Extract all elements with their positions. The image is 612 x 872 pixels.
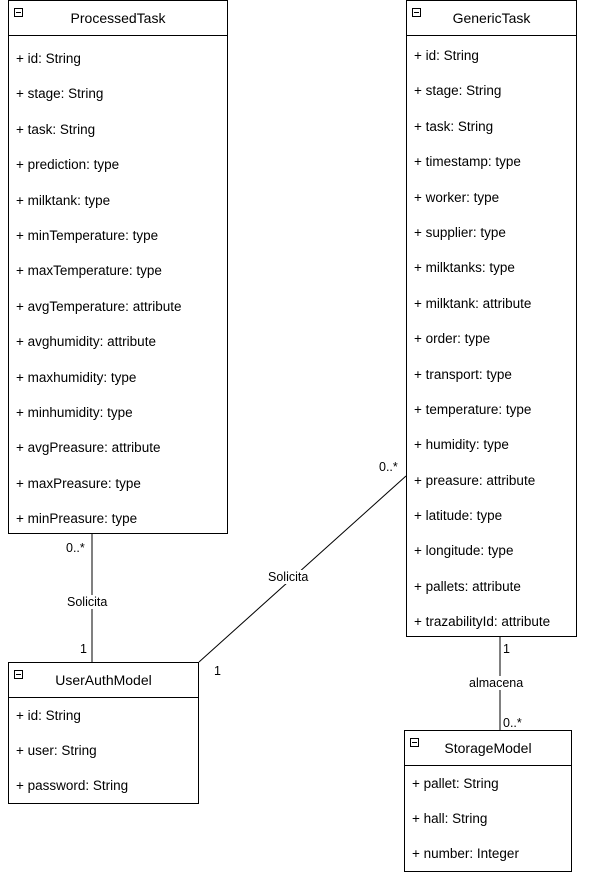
- attribute-row[interactable]: + latitude: type: [414, 508, 503, 524]
- attribute-row[interactable]: + transport: type: [414, 366, 512, 382]
- class-user-auth-model-attributes: + id: String + user: String + password: St…: [9, 698, 198, 803]
- attribute-row[interactable]: + task: String: [16, 121, 96, 137]
- attribute-row[interactable]: + preasure: attribute: [414, 472, 536, 488]
- attribute-row[interactable]: + id: String: [16, 51, 81, 66]
- collapse-icon[interactable]: [14, 670, 23, 679]
- attribute-row[interactable]: + maxPreasure: type: [16, 475, 141, 491]
- attribute-row[interactable]: + temperature: type: [414, 401, 532, 417]
- class-generic-task-attributes: + id: String + stage: String + task: Strin…: [407, 36, 576, 640]
- collapse-icon[interactable]: [410, 738, 419, 747]
- collapse-icon[interactable]: [412, 8, 421, 17]
- class-user-auth-model[interactable]: UserAuthModel + id: String + user: String…: [8, 662, 199, 804]
- attribute-row[interactable]: + minhumidity: type: [16, 404, 133, 420]
- attribute-row[interactable]: + pallet: String: [412, 776, 499, 791]
- attribute-row[interactable]: + stage: String: [16, 86, 104, 102]
- attribute-row[interactable]: + minPreasure: type: [16, 511, 138, 527]
- attribute-row[interactable]: + humidity: type: [414, 437, 509, 453]
- attribute-row[interactable]: + minTemperature: type: [16, 227, 159, 243]
- class-processed-task[interactable]: ProcessedTask + id: String + stage: Strin…: [8, 0, 228, 534]
- attribute-row[interactable]: + avghumidity: attribute: [16, 334, 156, 350]
- class-processed-task-attributes: + id: String + stage: String + task: Strin…: [9, 36, 227, 536]
- class-user-auth-model-header[interactable]: UserAuthModel: [9, 663, 198, 698]
- attribute-row[interactable]: + maxTemperature: type: [16, 263, 162, 279]
- multiplicity-generic-end-storage: 1: [503, 642, 510, 656]
- attribute-row[interactable]: + pallets: attribute: [414, 578, 521, 594]
- class-storage-model[interactable]: StorageModel + pallet: String + hall: Str…: [404, 730, 572, 872]
- attribute-row[interactable]: + supplier: type: [414, 224, 506, 240]
- attribute-row[interactable]: + longitude: type: [414, 543, 514, 559]
- class-generic-task-header[interactable]: GenericTask: [407, 1, 576, 36]
- class-generic-task[interactable]: GenericTask + id: String+ stage: String+…: [406, 0, 577, 637]
- association-label-solicita-generic: Solicita: [268, 570, 309, 584]
- generic-user-line: [198, 475, 407, 663]
- attribute-row[interactable]: + id: String: [414, 48, 479, 63]
- attribute-row[interactable]: + avgPreasure: attribute: [16, 440, 161, 456]
- attribute-row[interactable]: + password: String: [16, 778, 129, 793]
- multiplicity-generic-end-user: 0..*: [379, 460, 398, 474]
- attribute-row[interactable]: + avgTemperature: attribute: [16, 298, 182, 314]
- multiplicity-user-end-right: 1: [214, 664, 221, 678]
- class-user-auth-model-name: UserAuthModel: [55, 672, 152, 688]
- multiplicity-user-end-left: 1: [80, 642, 87, 656]
- association-label-solicita-processed: Solicita: [67, 595, 108, 609]
- class-generic-task-name: GenericTask: [452, 10, 531, 26]
- attribute-row[interactable]: + hall: String: [412, 811, 488, 826]
- association-label-almacena: almacena: [469, 676, 524, 690]
- attribute-row[interactable]: + id: String: [16, 708, 81, 723]
- attribute-row[interactable]: + order: type: [414, 331, 491, 347]
- collapse-icon[interactable]: [14, 8, 23, 17]
- attribute-row[interactable]: + prediction: type: [16, 157, 120, 173]
- attribute-row[interactable]: + milktank: type: [16, 192, 111, 208]
- attribute-row[interactable]: + task: String: [414, 118, 494, 134]
- attribute-row[interactable]: + worker: type: [414, 189, 500, 205]
- attribute-row[interactable]: + number: Integer: [412, 846, 519, 861]
- class-processed-task-header[interactable]: ProcessedTask: [9, 1, 227, 36]
- multiplicity-processed-end: 0..*: [66, 541, 85, 555]
- class-storage-model-attributes: + pallet: String + hall: String + number: …: [405, 766, 571, 871]
- attribute-row[interactable]: + user: String: [16, 743, 97, 758]
- attribute-row[interactable]: + trazabilityId: attribute: [414, 614, 551, 630]
- attribute-row[interactable]: + milktanks: type: [414, 260, 515, 276]
- attribute-row[interactable]: + maxhumidity: type: [16, 369, 137, 385]
- attribute-row[interactable]: + milktank: attribute: [414, 295, 532, 311]
- attribute-row[interactable]: + timestamp: type: [414, 154, 521, 170]
- class-processed-task-name: ProcessedTask: [70, 10, 166, 26]
- class-storage-model-name: StorageModel: [444, 740, 532, 756]
- multiplicity-storage-end: 0..*: [503, 716, 522, 730]
- class-storage-model-header[interactable]: StorageModel: [405, 731, 571, 766]
- attribute-row[interactable]: + stage: String: [414, 83, 502, 99]
